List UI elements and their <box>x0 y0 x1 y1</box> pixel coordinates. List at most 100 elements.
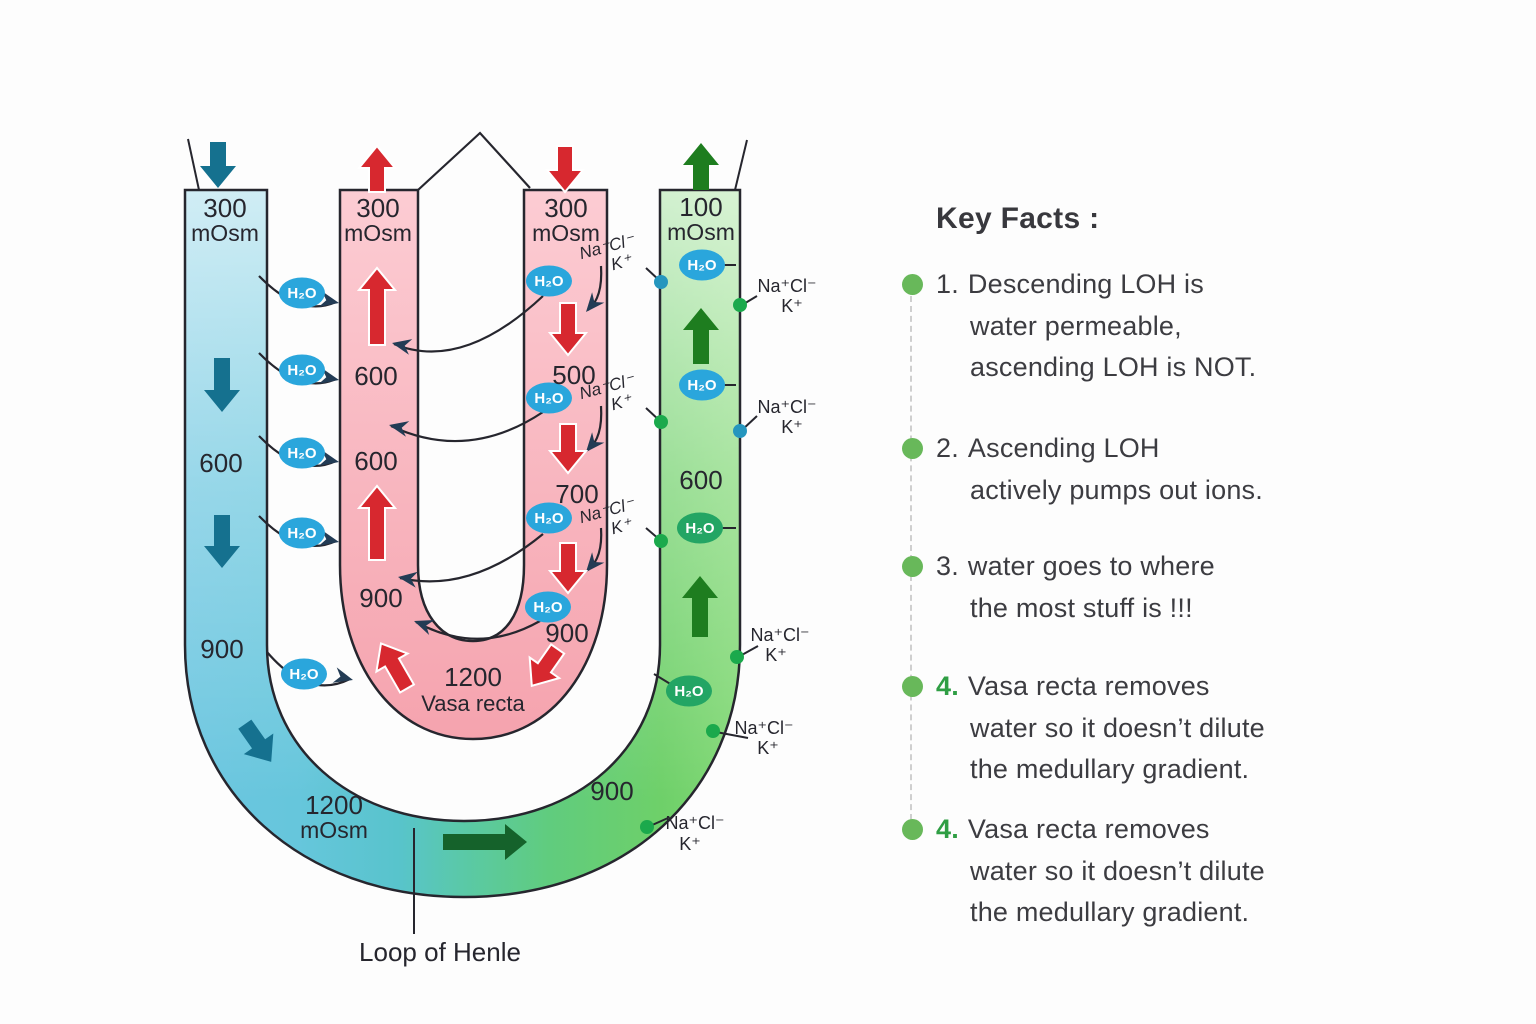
fact-text: water goes to where <box>967 551 1215 581</box>
nacl-label: Na⁺Cl⁻ <box>757 397 816 417</box>
loop-bottom-unit: mOsm <box>300 817 368 843</box>
value-labels: 300 mOsm 600 900 300 mOsm 600 600 900 30… <box>191 192 735 967</box>
tube2-value: 900 <box>359 583 402 613</box>
fact-number: 4. <box>936 671 959 701</box>
tube4-value: 600 <box>679 465 722 495</box>
k-label: K⁺ <box>781 296 803 316</box>
vasa-recta-peak-line <box>417 131 531 191</box>
flow-arrows <box>200 142 719 860</box>
fact-item-5: 4.Vasa recta removes water so it doesn’t… <box>902 809 1406 934</box>
arrowhead-icon <box>318 530 339 546</box>
ion-dot-icon <box>640 820 654 834</box>
h2o-badge: H₂O <box>526 502 572 534</box>
arrowhead-icon <box>392 339 413 355</box>
connector-lines <box>187 131 748 934</box>
ion-dot-icon <box>654 275 668 289</box>
h2o-label: H₂O <box>534 390 563 407</box>
h2o-badge: H₂O <box>279 277 325 309</box>
fact-item-3: 3.water goes to where the most stuff is … <box>902 546 1406 629</box>
h2o-badge: H₂O <box>677 512 723 544</box>
ion-transfer-elements <box>586 264 759 834</box>
tube2-unit: mOsm <box>344 220 412 246</box>
ion-label-group: Na⁺Cl⁻ K⁺ <box>750 625 809 665</box>
h2o-label: H₂O <box>687 377 716 394</box>
ion-dot-icon <box>654 534 668 548</box>
h2o-label: H₂O <box>287 525 316 542</box>
up-arrow-icon <box>356 144 398 193</box>
arrowhead-icon <box>398 571 418 588</box>
fact-line: water permeable, <box>970 310 1182 341</box>
fact-number: 2. <box>936 433 959 463</box>
h2o-label: H₂O <box>289 666 318 683</box>
down-arrow-icon <box>528 642 566 688</box>
tube3-value: 500 <box>552 360 595 390</box>
fact-text: Descending LOH is <box>967 269 1204 299</box>
nacl-label: Na⁺Cl⁻ <box>734 718 793 738</box>
h2o-label: H₂O <box>534 273 563 290</box>
tube4-unit: mOsm <box>667 219 735 245</box>
up-arrow-icon <box>356 484 398 561</box>
fact-line: water so it doesn’t dilute <box>970 712 1265 743</box>
arrowhead-icon <box>332 667 353 683</box>
tube3-value: 900 <box>545 618 588 648</box>
h2o-badge: H₂O <box>679 369 725 401</box>
arrowhead-icon <box>586 552 605 572</box>
fact-number: 4. <box>936 814 959 844</box>
fact-item-2: 2.Ascending LOH actively pumps out ions. <box>902 428 1406 511</box>
fact-item-4: 4.Vasa recta removes water so it doesn’t… <box>902 666 1406 791</box>
tube2-value: 600 <box>354 446 397 476</box>
down-arrow-icon <box>547 542 589 595</box>
ion-label-group: Na⁺Cl⁻ K⁺ <box>665 813 724 854</box>
loop-bottom-value: 1200 <box>305 790 363 820</box>
down-arrow-icon <box>547 423 589 475</box>
fact-line: actively pumps out ions. <box>970 474 1263 505</box>
fact-number: 3. <box>936 551 959 581</box>
left-tick-line <box>187 138 200 191</box>
h2o-curve <box>399 533 544 583</box>
fact-item-1: 1.Descending LOH is water permeable, asc… <box>902 264 1406 389</box>
h2o-badge: H₂O <box>279 517 325 549</box>
fact-line: 3. water goes to where <box>936 546 1406 588</box>
bullet-icon <box>902 676 923 697</box>
tube1-osmolarity: 300 <box>203 193 246 223</box>
h2o-label: H₂O <box>674 683 703 700</box>
vasa-recta-label: Vasa recta <box>421 691 525 716</box>
nacl-label: Na⁺Cl⁻ <box>750 625 809 645</box>
fact-line: 2.Ascending LOH <box>936 428 1406 470</box>
right-tick-line <box>734 139 748 191</box>
ion-pointer-line <box>715 731 749 739</box>
fact-line: 4.Vasa recta removes <box>936 809 1406 851</box>
up-arrow-icon <box>356 266 398 346</box>
ion-label-group: Na⁺Cl⁻ K⁺ <box>757 397 816 437</box>
vasa-recta-value: 1200 <box>444 662 502 692</box>
h2o-badge: H₂O <box>525 591 571 623</box>
fact-number: 1. <box>936 269 959 299</box>
up-arrow-icon <box>683 308 719 364</box>
bullet-icon <box>902 556 923 577</box>
arrowhead-icon <box>318 450 339 466</box>
ion-dot-icon <box>730 650 744 664</box>
k-label: K⁺ <box>765 645 787 665</box>
bullet-icon <box>902 274 923 295</box>
h2o-connector-line <box>653 673 673 686</box>
arrowhead-icon <box>318 291 339 307</box>
k-label: K⁺ <box>781 417 803 437</box>
bullet-icon <box>902 438 923 459</box>
h2o-label: H₂O <box>687 257 716 274</box>
h2o-label: H₂O <box>534 510 563 527</box>
key-facts-heading: Key Facts : <box>936 202 1100 235</box>
arrowhead-icon <box>389 421 410 437</box>
h2o-label: H₂O <box>287 285 316 302</box>
tube3-osmolarity: 300 <box>544 193 587 223</box>
arrowhead-icon <box>586 292 605 312</box>
fact-line: the medullary gradient. <box>970 897 1250 927</box>
h2o-curve <box>390 411 544 443</box>
nacl-label: Na⁺Cl⁻ <box>757 276 816 296</box>
up-arrow-icon <box>682 576 718 637</box>
down-arrow-icon <box>238 719 274 762</box>
ion-dot-icon <box>733 424 747 438</box>
arrowhead-icon <box>586 432 605 452</box>
ion-dot-icon <box>654 415 668 429</box>
